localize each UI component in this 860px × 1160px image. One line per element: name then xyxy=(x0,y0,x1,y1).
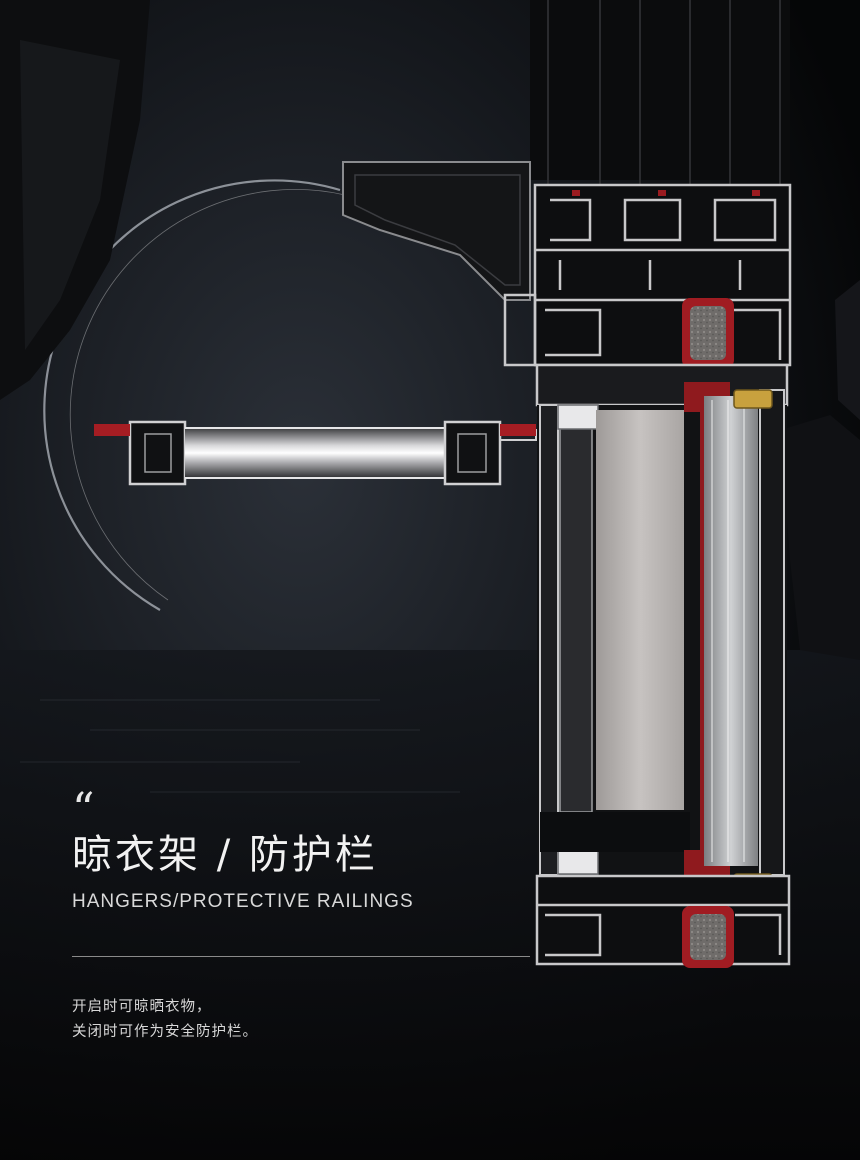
insulated-glass-unit xyxy=(704,396,758,866)
upper-frame-shadow xyxy=(530,0,790,180)
top-insulation-foam xyxy=(690,306,726,360)
rock-left-highlight xyxy=(20,40,120,350)
top-frame-profile xyxy=(503,183,792,367)
eave-cap xyxy=(342,161,531,301)
sash-right-wall xyxy=(759,389,785,876)
feature-title: 晾衣架 / 防护栏 xyxy=(72,832,378,878)
water-ripples xyxy=(20,699,460,793)
glass-pane-lines xyxy=(711,400,745,862)
feature-title-english: HANGERS/PROTECTIVE RAILINGS xyxy=(72,891,414,912)
upper-vertical-profiles xyxy=(547,0,781,185)
eave-cap-inner xyxy=(354,174,521,286)
sash-lower-shadow xyxy=(540,812,690,852)
feature-description: 开启时可晾晒衣物， 关闭时可作为安全防护栏。 xyxy=(72,995,258,1045)
description-line-1: 开启时可晾晒衣物， xyxy=(72,999,212,1015)
bottom-insulation-foam xyxy=(690,914,726,960)
description-line-2: 关闭时可作为安全防护栏。 xyxy=(72,1024,258,1040)
quote-mark: “ xyxy=(72,784,94,835)
bottom-frame-profile xyxy=(535,874,791,966)
screen-panel xyxy=(596,410,684,810)
hanger-arm xyxy=(128,420,537,486)
sash-bottom-slot xyxy=(557,849,599,875)
hanger-arm-red-gaskets xyxy=(94,424,536,436)
top-frame-red-gaskets xyxy=(572,190,760,196)
moon-ring-highlight xyxy=(69,189,346,601)
rock-right-upper xyxy=(835,280,860,420)
top-spacer-bar xyxy=(733,389,773,409)
title-divider xyxy=(72,956,530,957)
sash-top-slot xyxy=(557,404,599,430)
sash-left-wall xyxy=(539,404,559,876)
sash-channel xyxy=(559,407,593,813)
rock-right xyxy=(780,415,860,660)
